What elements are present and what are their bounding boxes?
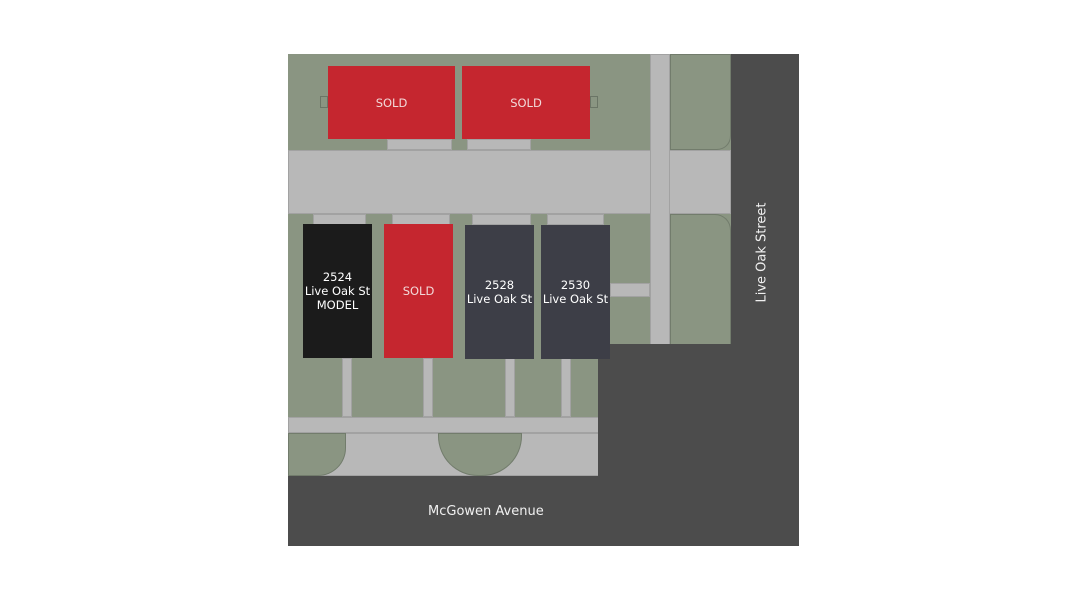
arrow-right-icon [590,96,598,108]
unit-street: Live Oak St [304,284,371,298]
street-label-mcgowen-avenue: McGowen Avenue [428,504,544,519]
unit-top-left-sold[interactable]: SOLD [328,66,455,139]
unit-number: 2530 [560,278,591,292]
unit-street: Live Oak St [542,292,609,306]
unit-status-label: SOLD [402,284,435,298]
apron-2530 [547,214,604,225]
front-walk-2526 [423,358,433,417]
apron-2526 [392,214,450,225]
unit-top-right-sold[interactable]: SOLD [462,66,590,139]
street-label-live-oak-street: Live Oak Street [754,202,770,303]
apron-2528 [472,214,531,225]
unit-status-label: SOLD [375,95,408,110]
unit-number: 2524 [322,270,353,284]
front-walk-2524 [342,358,352,417]
lawn-upper-right [670,54,731,150]
unit-model-label: MODEL [316,298,359,312]
unit-2528-available[interactable]: 2528 Live Oak St [465,225,534,359]
apron-top-left [387,139,452,150]
unit-street: Live Oak St [466,292,533,306]
lawn-bottom-left [288,433,346,476]
arrow-left-icon [320,96,328,108]
unit-2524-model[interactable]: 2524 Live Oak St MODEL [303,224,372,358]
unit-2530-available[interactable]: 2530 Live Oak St [541,225,610,359]
front-walk-2528 [505,358,515,417]
walk-connector [610,283,650,297]
apron-2524 [313,214,366,225]
front-walk-2530 [561,358,571,417]
unit-number: 2528 [484,278,515,292]
road-mcgowen-avenue [288,476,799,546]
unit-2526-sold[interactable]: SOLD [384,224,453,358]
road-live-oak-street [731,54,799,546]
apron-top-right [467,139,531,150]
road-corner-curve [598,344,731,476]
unit-status-label: SOLD [510,95,542,110]
site-plan-map: SOLD SOLD 2524 Live Oak St MODEL SOLD 25… [288,54,799,546]
